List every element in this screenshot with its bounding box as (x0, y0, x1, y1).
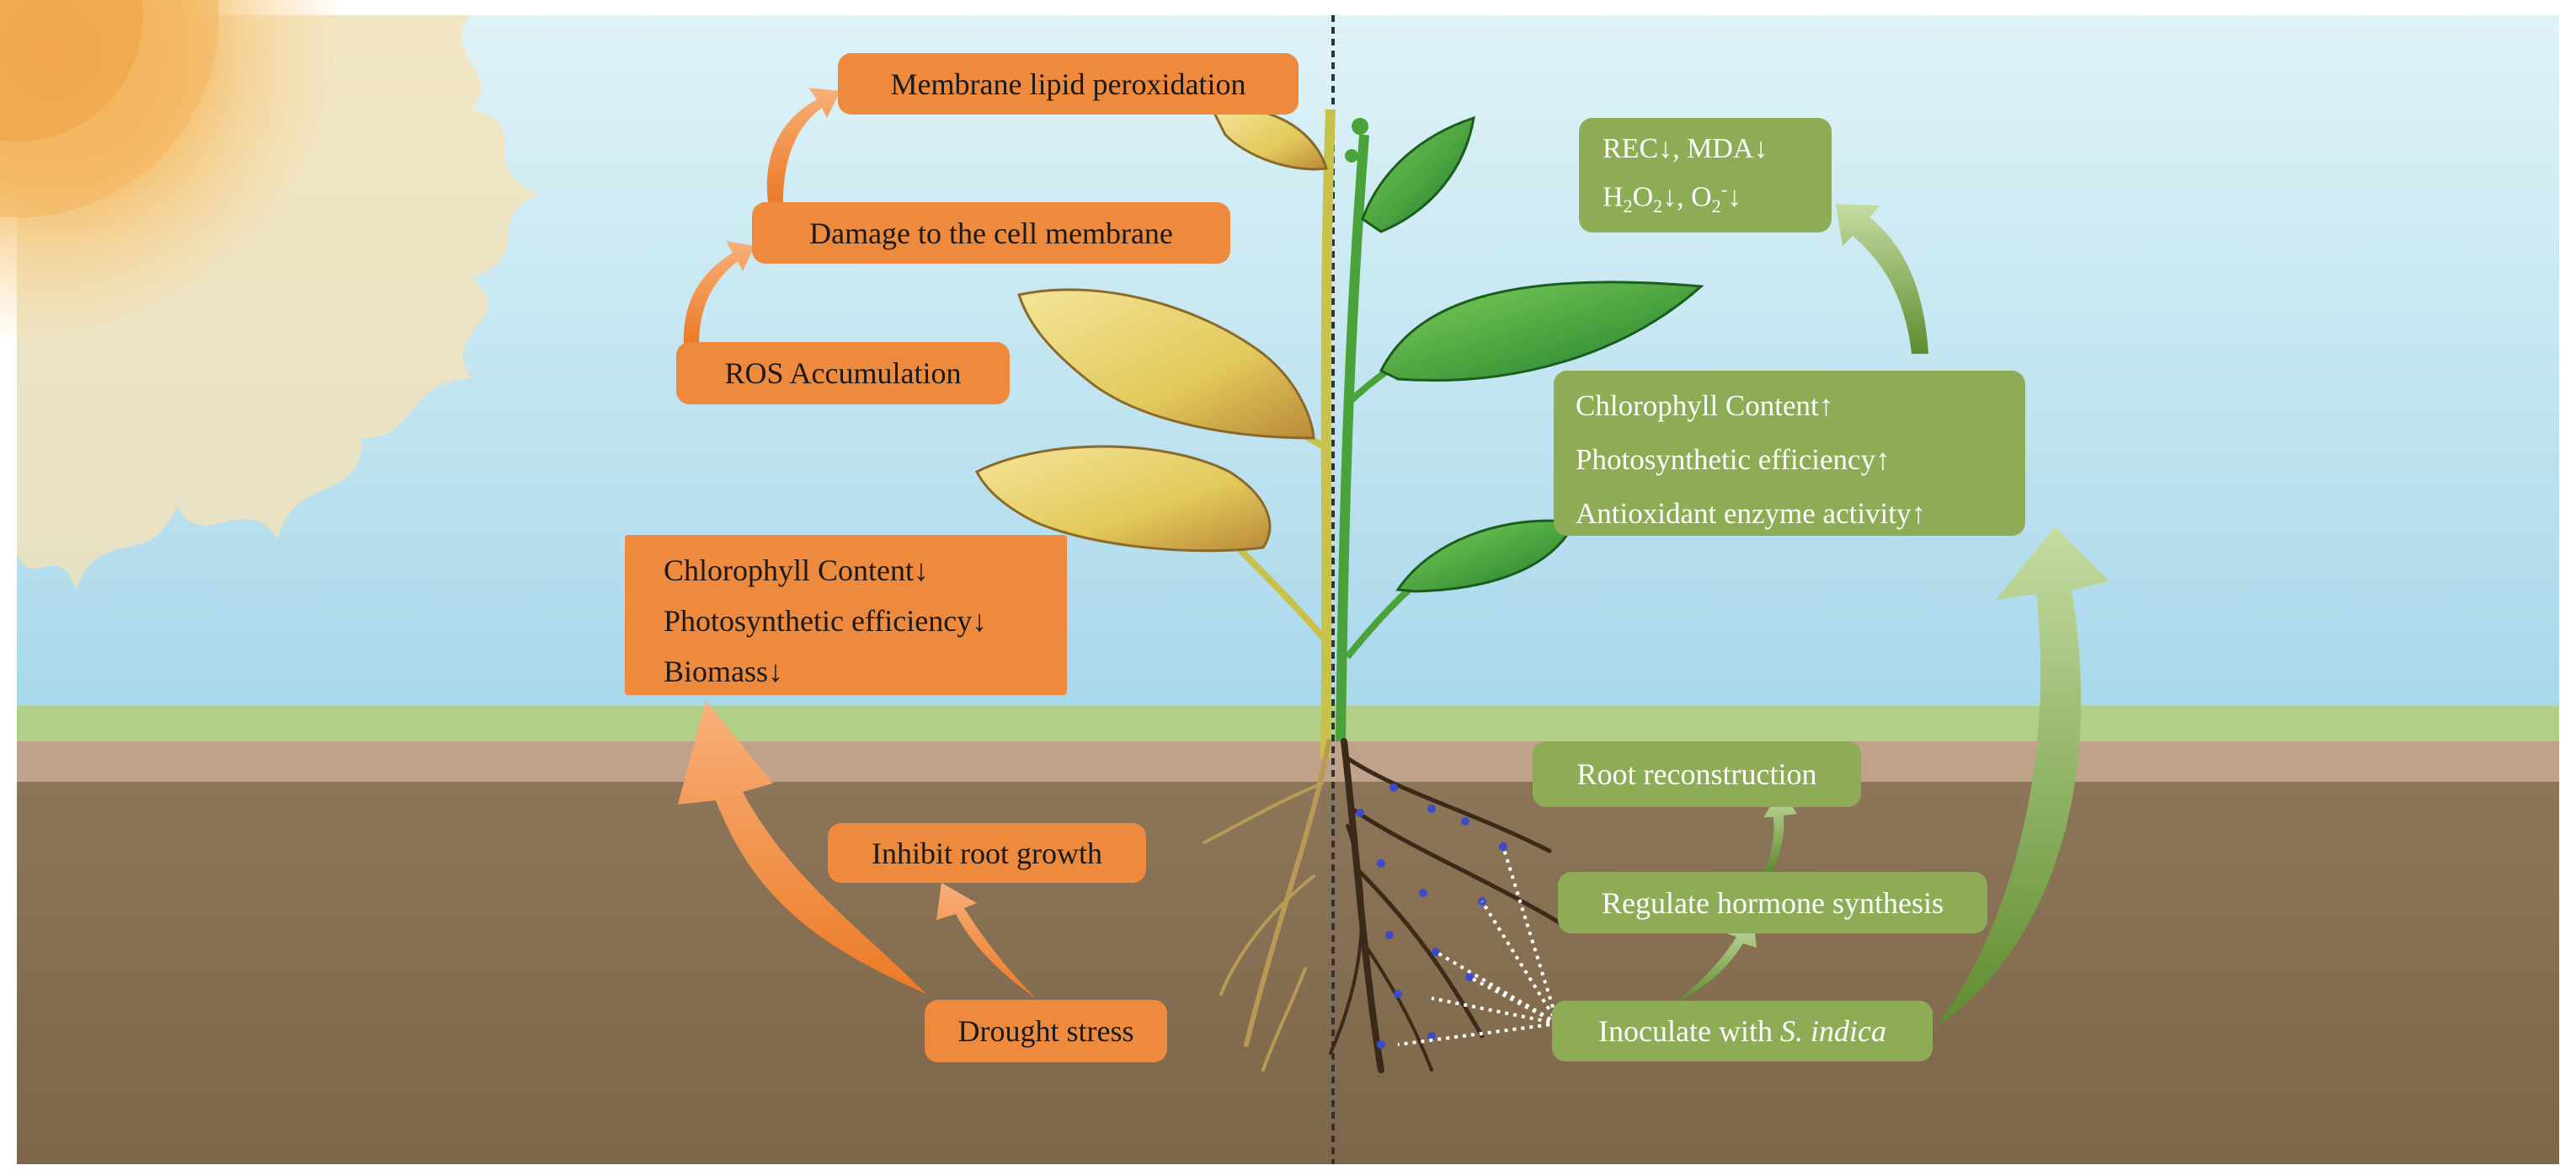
drought-plant-icon (974, 106, 1336, 759)
h2o2-o2-text: H2O2↓, O2-↓ (1603, 179, 1742, 217)
root-reconstruction-box: Root reconstruction (1533, 741, 1861, 807)
inhibit-root-growth-box: Inhibit root growth (828, 823, 1146, 883)
cell-membrane-damage-label: Damage to the cell membrane (809, 216, 1173, 250)
drought-stress-label: Drought stress (957, 1014, 1134, 1048)
inhibit-root-growth-label: Inhibit root growth (872, 836, 1102, 870)
spore-link-lines (1397, 846, 1560, 1046)
ros-accumulation-label: ROS Accumulation (724, 356, 962, 390)
root-reconstruction-label: Root reconstruction (1576, 757, 1817, 791)
green-arrows (1676, 204, 2109, 1028)
sun-icon (0, 0, 539, 590)
antioxidant-increase-text: Antioxidant enzyme activity↑ (1576, 497, 1927, 530)
photosynthetic-increase-text: Photosynthetic efficiency↑ (1576, 443, 1891, 476)
photosynthetic-decrease-text: Photosynthetic efficiency↓ (664, 604, 988, 638)
ros-accumulation-box: ROS Accumulation (676, 342, 1010, 404)
inoculate-box: Inoculate with S. indica (1552, 1001, 1933, 1061)
root-system-icon (1203, 738, 1569, 1073)
healthy-plant-icon (1336, 115, 1704, 742)
fungal-spores-icon (1356, 783, 1507, 1049)
drought-stress-box: Drought stress (925, 1000, 1167, 1062)
biomass-decrease-text: Biomass↓ (664, 655, 784, 688)
membrane-lipid-peroxidation-label: Membrane lipid peroxidation (890, 67, 1246, 101)
rec-mda-text: REC↓, MDA↓ (1603, 133, 1768, 164)
species-name: S. indica (1779, 1014, 1886, 1048)
inoculate-label: Inoculate with S. indica (1598, 1014, 1886, 1048)
grass-strip (17, 706, 2559, 741)
soil (17, 782, 2559, 1164)
soil-top (17, 741, 2559, 782)
chlorophyll-decrease-text: Chlorophyll Content↓ (664, 553, 929, 587)
regulate-hormone-label: Regulate hormone synthesis (1602, 885, 1944, 920)
growth-effects-box: Chlorophyll Content↓ Photosynthetic effi… (625, 535, 1067, 695)
oxidative-markers-box: REC↓, MDA↓ H2O2↓, O2-↓ (1579, 118, 1832, 233)
orange-arrows (678, 88, 1036, 998)
enhancements-box: Chlorophyll Content↑ Photosynthetic effi… (1554, 371, 2025, 536)
chlorophyll-increase-text: Chlorophyll Content↑ (1576, 389, 1834, 422)
membrane-lipid-peroxidation-box: Membrane lipid peroxidation (838, 53, 1299, 115)
regulate-hormone-box: Regulate hormone synthesis (1558, 872, 1987, 933)
cell-membrane-damage-box: Damage to the cell membrane (752, 202, 1230, 264)
